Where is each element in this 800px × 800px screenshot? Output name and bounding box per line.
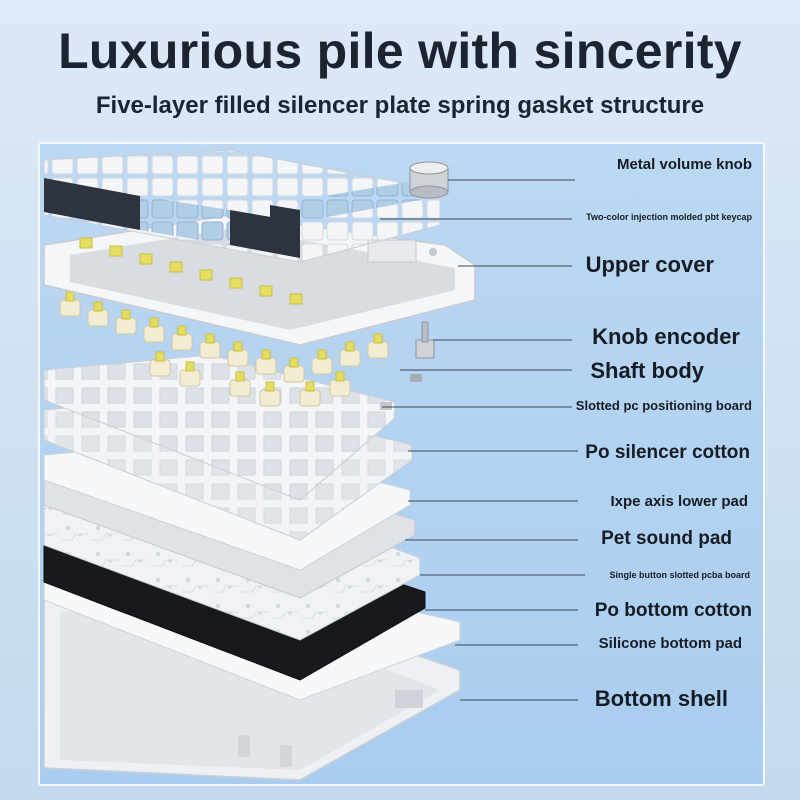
page-subtitle: Five-layer filled silencer plate spring …	[95, 92, 705, 119]
knob-encoder-part	[410, 321, 435, 382]
leader-lines	[380, 179, 585, 701]
upper-cover-layer	[43, 214, 476, 346]
label-shaft-body: Shaft body	[590, 358, 704, 383]
label-pet-sound-pad: Pet sound pad	[601, 528, 732, 549]
label-pcba-board: Single button slotted pcba board	[609, 570, 751, 580]
label-po-silencer-cotton: Po silencer cotton	[585, 442, 750, 463]
label-ixpe-lower-pad: Ixpe axis lower pad	[610, 493, 748, 510]
metal-volume-knob-part	[409, 161, 449, 199]
page-title: Luxurious pile with sincerity	[58, 23, 742, 79]
label-po-bottom-cotton: Po bottom cotton	[594, 600, 752, 621]
keycap-layer	[43, 149, 441, 263]
label-metal-volume-knob: Metal volume knob	[616, 156, 752, 173]
label-positioning-board: Slotted pc positioning board	[575, 398, 752, 413]
label-upper-cover: Upper cover	[585, 252, 714, 277]
label-silicone-bottom-pad: Silicone bottom pad	[598, 635, 742, 652]
label-knob-encoder: Knob encoder	[592, 324, 740, 349]
label-bottom-shell: Bottom shell	[594, 686, 728, 711]
switches-layer	[59, 291, 389, 407]
label-keycap: Two-color injection molded pbt keycap	[586, 212, 752, 222]
